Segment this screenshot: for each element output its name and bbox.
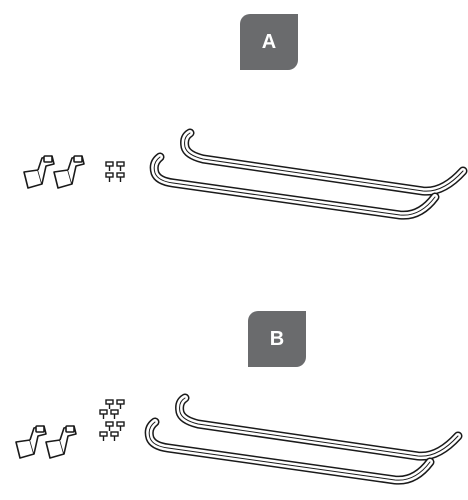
bracket-2 bbox=[45, 425, 77, 459]
kit-a-label: A bbox=[261, 30, 277, 53]
kit-b-brackets bbox=[15, 425, 77, 459]
kit-a-screws bbox=[105, 161, 125, 182]
kit-a-label-badge: A bbox=[240, 14, 298, 70]
rail-1 bbox=[175, 393, 463, 461]
screw-set bbox=[99, 399, 125, 441]
kit-a-rails bbox=[149, 128, 468, 220]
kit-b-screws bbox=[99, 399, 125, 441]
bracket-1 bbox=[15, 425, 47, 459]
kit-b-label: B bbox=[269, 327, 285, 350]
rail-2 bbox=[149, 152, 440, 220]
screw-set bbox=[105, 161, 125, 182]
rail-1 bbox=[180, 128, 468, 196]
rail-2 bbox=[144, 417, 435, 485]
bracket-2 bbox=[53, 155, 85, 189]
kit-b-rails bbox=[144, 393, 463, 485]
kit-b: B bbox=[0, 240, 468, 485]
bracket-1 bbox=[23, 155, 55, 189]
kit-a: A bbox=[0, 0, 468, 240]
kit-a-brackets bbox=[23, 155, 85, 189]
kit-b-label-badge: B bbox=[248, 311, 306, 367]
